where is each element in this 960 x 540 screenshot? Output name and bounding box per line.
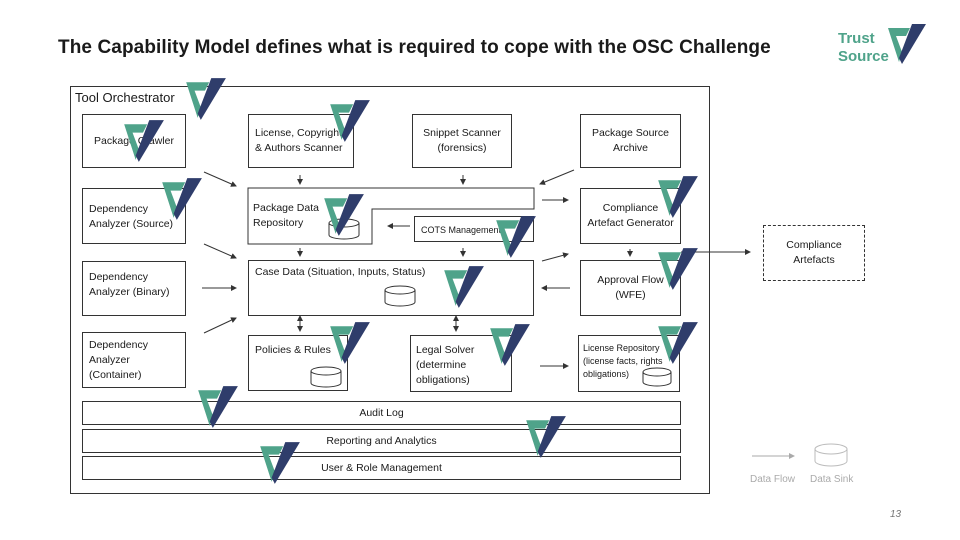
dep-binary-line1: Dependency xyxy=(89,271,148,283)
trustsource-watermark-icon xyxy=(124,120,164,162)
cag-line2: Artefact Generator xyxy=(587,217,674,229)
trustsource-watermark-icon xyxy=(658,322,698,364)
dependency-analyzer-binary-box: Dependency Analyzer (Binary) xyxy=(82,261,186,316)
package-data-repo-line1: Package Data xyxy=(253,202,319,214)
audit-log-bar: Audit Log xyxy=(82,401,681,425)
user-role-management-bar: User & Role Management xyxy=(82,456,681,480)
license-scanner-line1: License, Copyright xyxy=(255,127,342,139)
db-cylinder-icons xyxy=(310,218,672,388)
trustsource-watermark-icon xyxy=(496,216,536,258)
dep-source-line2: Analyzer (Source) xyxy=(89,218,174,230)
audit-log-label: Audit Log xyxy=(359,407,404,419)
snippet-scanner-line1: Snippet Scanner xyxy=(423,127,501,139)
dep-container-line3: (Container) xyxy=(89,369,142,381)
dep-container-line2: Analyzer xyxy=(89,354,130,366)
dep-source-line1: Dependency xyxy=(89,203,148,215)
trustsource-watermark-icon xyxy=(198,386,238,428)
cag-line1: Compliance xyxy=(602,202,659,214)
policies-rules-label: Policies & Rules xyxy=(255,344,331,356)
license-repo-db-icon xyxy=(642,367,672,387)
package-source-line1: Package Source xyxy=(591,127,670,139)
legend-data-flow-label: Data Flow xyxy=(750,474,796,485)
approval-flow-box: Approval Flow (WFE) xyxy=(580,260,681,316)
trustsource-watermark-icon xyxy=(324,194,364,236)
tool-orchestrator-label: Tool Orchestrator xyxy=(75,90,175,105)
license-repo-line1: License Repository xyxy=(583,343,660,353)
reporting-analytics-bar: Reporting and Analytics xyxy=(82,429,681,453)
user-role-management-label: User & Role Management xyxy=(321,462,442,474)
package-source-line2: Archive xyxy=(612,142,648,154)
legal-solver-line1: Legal Solver xyxy=(416,344,475,356)
case-data-db-icon xyxy=(384,285,416,307)
trustsource-watermark-icon xyxy=(658,248,698,290)
legend-data-sink-icon xyxy=(814,443,848,467)
logo-text-source: Source xyxy=(838,48,889,65)
trustsource-watermark-icon xyxy=(186,78,226,120)
compliance-artefacts-line1: Compliance xyxy=(786,239,842,251)
license-repo-line3: obligations) xyxy=(583,369,630,379)
dependency-analyzer-source-box: Dependency Analyzer (Source) xyxy=(82,188,186,244)
policies-db-icon xyxy=(310,366,342,388)
dep-binary-line2: Analyzer (Binary) xyxy=(89,286,170,298)
case-data-label: Case Data (Situation, Inputs, Status) xyxy=(255,266,426,278)
snippet-scanner-line2: (forensics) xyxy=(437,142,487,154)
trustsource-triangle-icon xyxy=(888,24,926,64)
dependency-analyzer-container-box: Dependency Analyzer (Container) xyxy=(82,332,186,388)
cots-management-label: COTS Management xyxy=(421,225,502,235)
case-data-box: Case Data (Situation, Inputs, Status) xyxy=(248,260,534,316)
compliance-artefacts-line2: Artefacts xyxy=(793,254,835,266)
license-scanner-box: License, Copyright & Authors Scanner xyxy=(248,114,354,168)
trustsource-watermark-icon xyxy=(330,100,370,142)
trustsource-watermark-icon xyxy=(330,322,370,364)
page-number: 13 xyxy=(890,509,902,520)
logo-text-trust: Trust xyxy=(838,30,875,47)
arrow-archive-to-pdr xyxy=(539,169,575,185)
compliance-artefact-generator-box: Compliance Artefact Generator xyxy=(580,188,681,244)
license-scanner-line2: & Authors Scanner xyxy=(255,142,343,154)
trustsource-watermark-icon xyxy=(444,266,484,308)
approval-flow-line2: (WFE) xyxy=(615,289,646,301)
reporting-analytics-label: Reporting and Analytics xyxy=(326,435,437,447)
trustsource-watermark-icon xyxy=(260,442,300,484)
arrow-depsource-to-case xyxy=(203,243,237,259)
trustsource-watermark-icon xyxy=(162,178,202,220)
tool-orchestrator-frame xyxy=(70,86,710,494)
snippet-scanner-box: Snippet Scanner (forensics) xyxy=(412,114,512,168)
trustsource-logo: Trust Source xyxy=(838,22,930,66)
approval-flow-line1: Approval Flow xyxy=(597,274,664,286)
arrow-case-to-cag xyxy=(541,252,569,262)
trustsource-watermark-icon xyxy=(526,416,566,458)
arrow-crawler-to-pdr xyxy=(203,171,237,187)
package-source-archive-box: Package Source Archive xyxy=(580,114,681,168)
arrow-depcontainer-to-case xyxy=(203,317,237,334)
package-data-repo-outline xyxy=(247,187,535,245)
slide-title: The Capability Model defines what is req… xyxy=(58,37,771,58)
package-data-repo-line2: Repository xyxy=(253,217,304,229)
legal-solver-box: Legal Solver (determine obligations) xyxy=(410,335,512,392)
legal-solver-line3: obligations) xyxy=(416,374,470,386)
legend-data-sink-label: Data Sink xyxy=(810,474,854,485)
dep-container-line1: Dependency xyxy=(89,339,148,351)
trustsource-watermark-icon xyxy=(490,324,530,366)
legal-solver-line2: (determine xyxy=(416,359,467,371)
license-repo-line2: (license facts, rights xyxy=(583,356,663,366)
compliance-artefacts-box: Compliance Artefacts xyxy=(763,225,865,281)
trustsource-watermark-icon xyxy=(658,176,698,218)
